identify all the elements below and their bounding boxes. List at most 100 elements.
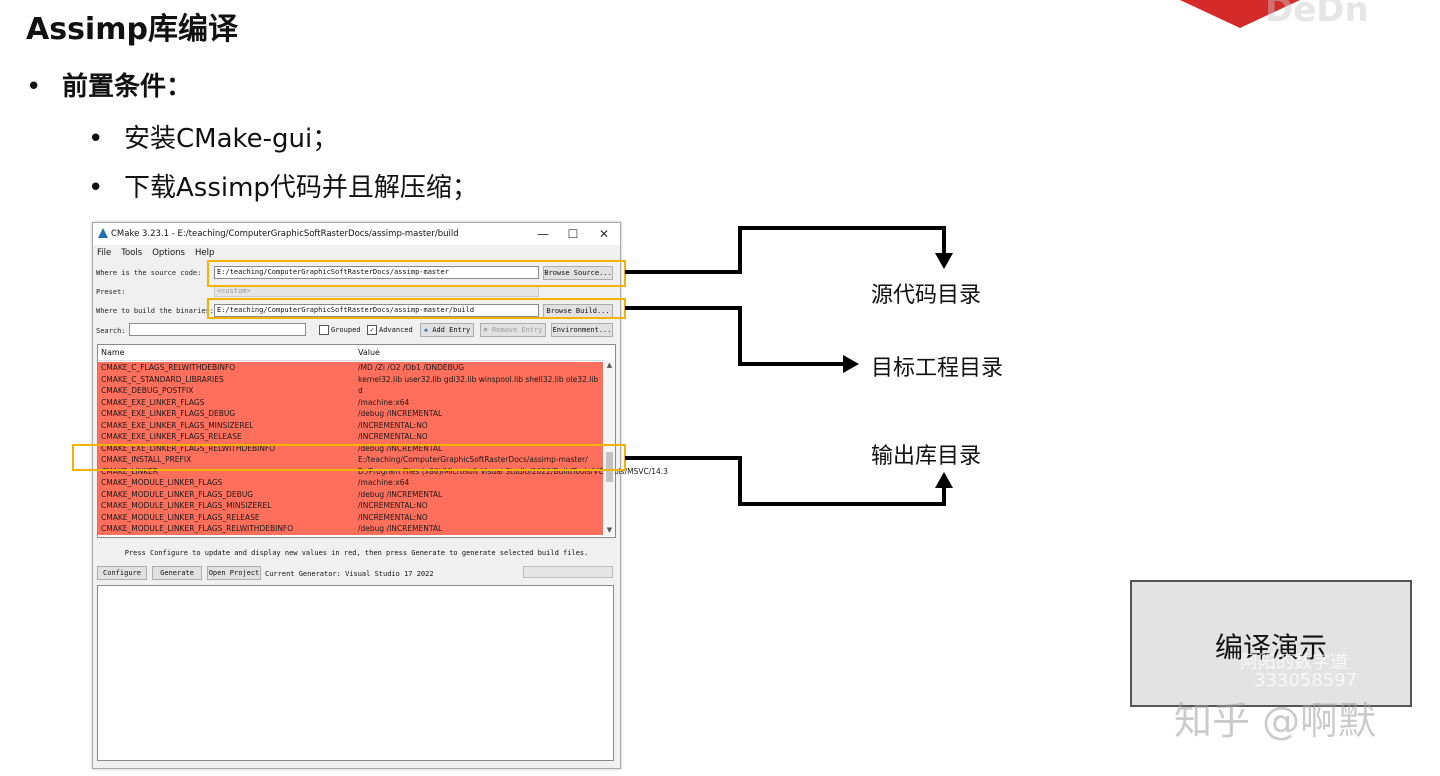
connector-line xyxy=(942,486,946,506)
window-title: CMake 3.23.1 - E:/teaching/ComputerGraph… xyxy=(111,229,459,239)
logo-red-shape xyxy=(1180,0,1300,28)
row-name: CMAKE_EXE_LINKER_FLAGS_RELEASE xyxy=(101,432,242,441)
arrow-right-icon xyxy=(843,355,859,373)
row-name: CMAKE_EXE_LINKER_FLAGS_RELWITHDEBINFO xyxy=(101,443,276,453)
checkbox-icon xyxy=(319,325,329,335)
logo-watermark: DeDn xyxy=(1265,0,1369,30)
table-row[interactable]: CMAKE_EXE_LINKER_FLAGS_RELWITHDEBINFO/de… xyxy=(98,442,603,454)
row-value: E:/teaching/ComputerGraphicSoftRasterDoc… xyxy=(358,455,588,464)
table-row[interactable]: CMAKE_MODULE_LINKER_FLAGS_MINSIZEREL/INC… xyxy=(98,500,603,512)
remove-entry-button[interactable]: ✖ Remove Entry xyxy=(480,323,546,337)
minus-icon: ✖ xyxy=(483,326,488,334)
watermark-name: 阿阳的数字道 xyxy=(1240,652,1348,673)
bullet-install-cmake: •安装CMake-gui； xyxy=(88,118,338,155)
compile-demo-button[interactable]: 编译演示 阿阳的数字道 333058597 xyxy=(1130,580,1412,707)
watermark-id: 333058597 xyxy=(1254,670,1358,691)
row-value: /debug /INCREMENTAL xyxy=(358,443,443,453)
table-rows: CMAKE_C_FLAGS_RELWITHDEBINFO/MD /Zi /O2 … xyxy=(98,362,668,535)
row-name: CMAKE_EXE_LINKER_FLAGS_MINSIZEREL xyxy=(101,420,254,430)
bullet-text: 前置条件： xyxy=(62,72,193,102)
source-path-field[interactable]: E:/teaching/ComputerGraphicSoftRasterDoc… xyxy=(214,266,539,279)
cmake-triangle-icon xyxy=(98,228,108,238)
bullet-dot: • xyxy=(26,72,42,102)
row-value: /INCREMENTAL:NO xyxy=(358,420,428,430)
search-input[interactable] xyxy=(129,323,306,336)
arrow-down-icon xyxy=(935,253,953,269)
configure-button[interactable]: Configure xyxy=(97,566,147,580)
demo-label: 编译演示 xyxy=(1214,631,1327,664)
connector-line xyxy=(625,306,742,310)
annotation-output-dir: 输出库目录 xyxy=(871,444,982,469)
current-generator: Current Generator: Visual Studio 17 2022 xyxy=(265,570,434,578)
minimize-button[interactable]: — xyxy=(537,227,549,241)
annotation-source-dir: 源代码目录 xyxy=(871,283,982,308)
table-row[interactable]: CMAKE_MODULE_LINKER_FLAGS_RELEASE/INCREM… xyxy=(98,511,603,523)
output-log[interactable] xyxy=(97,585,614,761)
bullet-download-assimp: •下载Assimp代码并且解压缩； xyxy=(88,167,478,204)
maximize-button[interactable]: ☐ xyxy=(567,227,579,241)
table-row[interactable]: CMAKE_MODULE_LINKER_FLAGS_DEBUG/debug /I… xyxy=(98,488,603,500)
menu-bar: File Tools Options Help xyxy=(93,245,620,261)
bullet-text: 安装CMake-gui； xyxy=(124,124,339,154)
table-row[interactable]: CMAKE_EXE_LINKER_FLAGS_MINSIZEREL/INCREM… xyxy=(98,419,603,431)
connector-line xyxy=(625,456,742,460)
connector-line xyxy=(942,226,946,256)
menu-options[interactable]: Options xyxy=(152,248,185,258)
table-scrollbar[interactable]: ▲ ▼ xyxy=(604,360,615,536)
row-name: CMAKE_C_STANDARD_LIBRARIES xyxy=(101,374,224,384)
row-name: CMAKE_EXE_LINKER_FLAGS_DEBUG xyxy=(101,409,236,418)
column-value-header[interactable]: Value xyxy=(358,348,380,357)
browse-source-button[interactable]: Browse Source... xyxy=(543,266,613,280)
slide-title: Assimp库编译 xyxy=(26,12,238,47)
annotation-build-dir: 目标工程目录 xyxy=(871,356,1004,381)
row-value: /INCREMENTAL:NO xyxy=(358,512,428,522)
arrow-up-icon xyxy=(935,472,953,488)
table-row[interactable]: CMAKE_C_FLAGS_RELWITHDEBINFO/MD /Zi /O2 … xyxy=(98,362,603,374)
checkmark-icon: ✓ xyxy=(367,325,377,335)
row-value: /INCREMENTAL:NO xyxy=(358,432,428,441)
bullet-prerequisites: • 前置条件： xyxy=(26,66,192,103)
advanced-checkbox[interactable]: ✓Advanced xyxy=(367,325,413,335)
scroll-down-icon[interactable]: ▼ xyxy=(606,526,613,534)
cmake-window: CMake 3.23.1 - E:/teaching/ComputerGraph… xyxy=(92,222,668,769)
menu-file[interactable]: File xyxy=(97,248,112,258)
connector-line xyxy=(738,502,946,506)
scroll-thumb[interactable] xyxy=(606,452,613,482)
row-name: CMAKE_EXE_LINKER_FLAGS xyxy=(101,397,205,407)
generate-button[interactable]: Generate xyxy=(152,566,202,580)
connector-line xyxy=(738,226,742,274)
close-button[interactable]: ✕ xyxy=(598,227,610,241)
table-row[interactable]: CMAKE_INSTALL_PREFIX E:/teaching/Computer… xyxy=(98,454,603,466)
table-row[interactable]: CMAKE_EXE_LINKER_FLAGS_RELEASE/INCREMENT… xyxy=(98,431,603,443)
build-label: Where to build the binaries: xyxy=(96,307,215,315)
row-name: CMAKE_MODULE_LINKER_FLAGS_MINSIZEREL xyxy=(101,501,272,510)
table-row[interactable]: CMAKE_MODULE_LINKER_FLAGS/machine:x64 xyxy=(98,477,603,489)
row-name: CMAKE_MODULE_LINKER_FLAGS_RELEASE xyxy=(101,512,260,522)
table-row[interactable]: CMAKE_EXE_LINKER_FLAGS_DEBUG/debug /INCR… xyxy=(98,408,603,420)
build-path-field[interactable]: E:/teaching/ComputerGraphicSoftRasterDoc… xyxy=(214,304,539,317)
menu-tools[interactable]: Tools xyxy=(121,248,143,258)
cache-table: Name Value CMAKE_C_FLAGS_RELWITHDEBINFO/… xyxy=(97,344,668,538)
row-name: CMAKE_MODULE_LINKER_FLAGS xyxy=(101,478,223,487)
scroll-up-icon[interactable]: ▲ xyxy=(606,361,613,369)
environment-button[interactable]: Environment... xyxy=(551,323,613,337)
row-name: CMAKE_INSTALL_PREFIX xyxy=(101,455,192,464)
progress-bar xyxy=(523,566,613,578)
source-label: Where is the source code: xyxy=(96,269,202,277)
row-value: /INCREMENTAL:NO xyxy=(358,501,428,510)
menu-help[interactable]: Help xyxy=(194,248,215,258)
status-hint: Press Configure to update and display ne… xyxy=(124,549,589,557)
column-name-header[interactable]: Name xyxy=(101,348,125,357)
add-entry-button[interactable]: ✚ Add Entry xyxy=(420,323,474,337)
open-project-button[interactable]: Open Project xyxy=(207,566,261,580)
row-value: /machine:x64 xyxy=(358,397,410,407)
bullet-dot: • xyxy=(88,173,104,203)
table-row[interactable]: CMAKE_EXE_LINKER_FLAGS/machine:x64 xyxy=(98,396,603,408)
table-row[interactable]: CMAKE_MODULE_LINKER_FLAGS_RELWITHDEBINFO… xyxy=(98,523,603,535)
grouped-checkbox[interactable]: Grouped xyxy=(319,325,361,335)
row-value: /machine:x64 xyxy=(358,478,410,487)
plus-icon: ✚ xyxy=(423,326,429,334)
